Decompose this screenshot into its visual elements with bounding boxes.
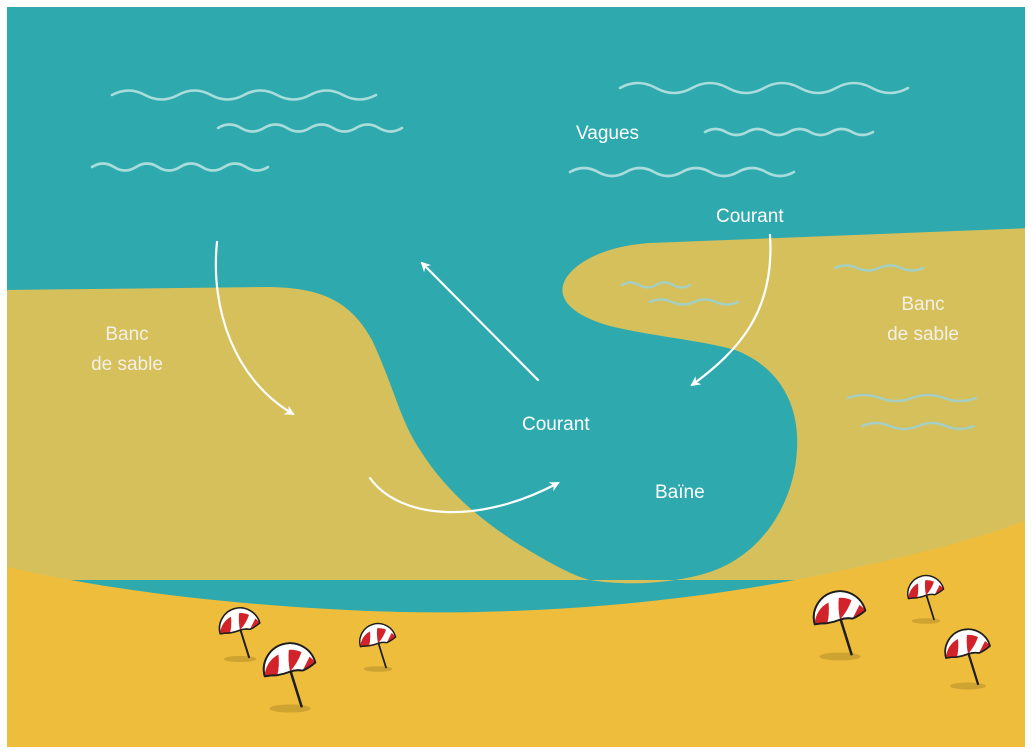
current-label-top-right: Courant: [716, 206, 784, 227]
current-label-center: Courant: [522, 414, 590, 435]
waves-label: Vagues: [576, 123, 639, 144]
sandbank-right-label-line1: Banc: [901, 294, 944, 315]
sandbank-right-label-line2: de sable: [887, 324, 959, 345]
sandbank-left-label-line1: Banc: [105, 324, 148, 345]
sandbank-left-label-line2: de sable: [91, 354, 163, 375]
baine-label: Baïne: [655, 482, 705, 503]
